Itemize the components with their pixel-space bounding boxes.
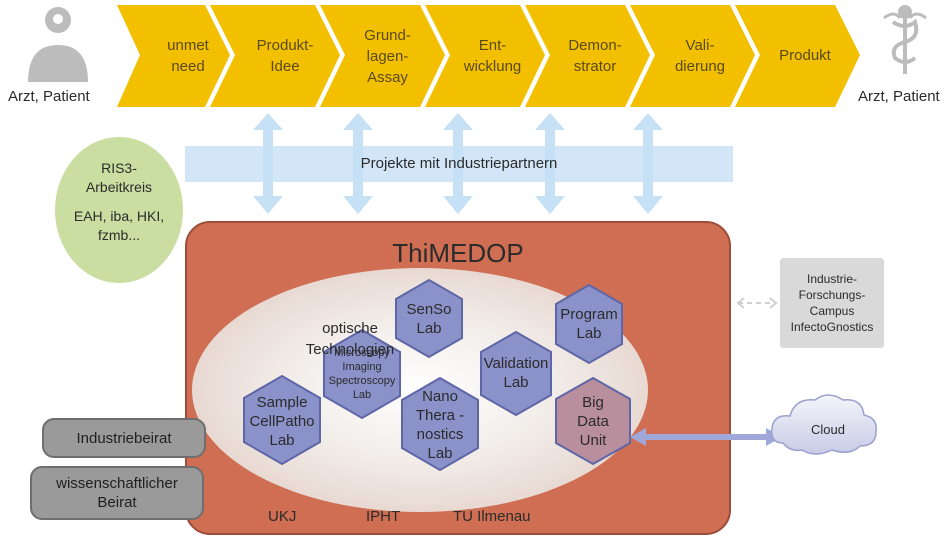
bigdata-cloud-arrow [630,428,782,446]
chevron-label-demonstrator: Demon-strator [568,37,622,75]
left-person-label: Arzt, Patient [8,88,90,105]
chevron-6 [630,5,755,107]
campus-arrow [736,297,778,309]
chevron-2 [210,5,340,107]
process-chevrons [117,5,860,107]
institute-ipht: IPHT [366,508,401,525]
hex-senso [395,278,463,359]
hex-bigdata [555,376,631,466]
institute-tu-ilmenau: TU Ilmenau [453,508,531,525]
chevron-1 [117,5,230,107]
chevron-label-validierung: Vali-dierung [674,37,726,75]
chevron-3 [320,5,445,107]
chevron-label-produkt: Produkt [779,47,831,64]
hex-program [555,283,623,365]
chevron-5 [525,5,650,107]
double-arrows [253,113,663,214]
chevron-7 [735,5,860,107]
hexagons [243,278,631,472]
doctor-patient-icon-left [28,7,88,82]
chevron-label-produkt-idee: Produkt-Idee [256,37,314,75]
hex-sample [243,374,321,466]
hex-microscopy [323,328,401,420]
cloud-shape [770,394,877,455]
industriebeirat-box: Industriebeirat [42,418,206,458]
page-title: ThiMEDOP [392,238,524,268]
chevron-4 [425,5,545,107]
institute-ukj: UKJ [268,508,297,525]
cloud-label: Cloud [811,422,845,437]
caduceus-icon-right [883,5,927,74]
ris3-circle: RIS3- Arbeitkreis EAH, iba, HKI, fzmb... [55,137,183,283]
hex-validation [480,330,552,417]
right-person-label: Arzt, Patient [858,88,940,105]
hex-nano [401,376,479,472]
chevron-label-grundlagen-assay: Grund-lagen-Assay [364,27,411,86]
projects-bar-label: Projekte mit Industriepartnern [360,155,558,172]
chevron-label-entwicklung: Ent-wicklung [463,37,522,75]
